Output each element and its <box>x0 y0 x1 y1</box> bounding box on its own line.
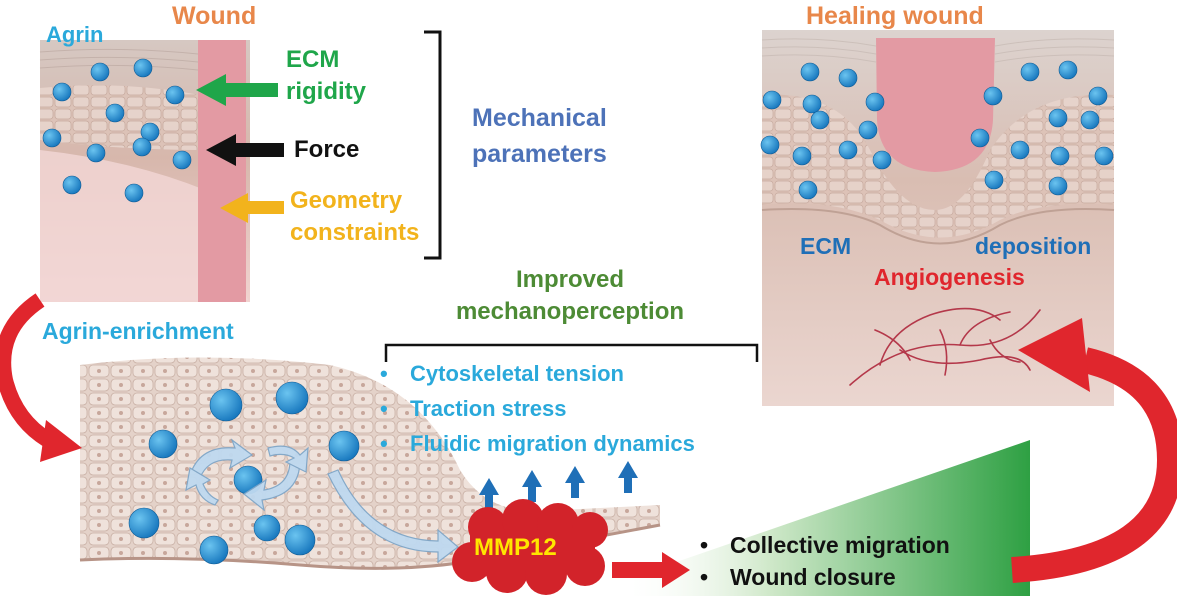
agrin-dot <box>275 381 309 415</box>
bullet-traction: Traction stress <box>380 391 695 426</box>
tissue-agrin-dots <box>128 381 360 565</box>
agrin-dot <box>86 143 106 163</box>
agrin-dot <box>1080 110 1100 130</box>
agrin-dot <box>62 175 82 195</box>
agrin-dot <box>810 110 830 130</box>
improved-mechanoperception-label: Improved mechanoperception <box>455 266 685 325</box>
agrin-dot <box>983 86 1003 106</box>
agrin-dot <box>1058 60 1078 80</box>
outcome-collective-migration: Collective migration <box>700 529 950 561</box>
agrin-dot <box>328 430 360 462</box>
agrin-dot <box>133 58 153 78</box>
agrin-dot <box>140 122 160 142</box>
mechanoperception-list: Cytoskeletal tension Traction stress Flu… <box>380 356 695 461</box>
agrin-dot <box>762 90 782 110</box>
agrin-dot <box>253 514 281 542</box>
flow-arrows <box>185 438 459 564</box>
agrin-dot <box>1094 146 1114 166</box>
upward-arrows <box>479 461 638 510</box>
geometry-constraints-label: Geometry constraints <box>290 187 420 246</box>
geometry-arrow <box>220 193 284 223</box>
bullet-cytoskeletal: Cytoskeletal tension <box>380 356 695 391</box>
agrin-dot <box>865 92 885 112</box>
agrin-dot <box>792 146 812 166</box>
mechanoperception-bracket <box>384 343 759 362</box>
agrin-dot <box>984 170 1004 190</box>
healing-basement <box>761 208 1115 245</box>
agrin-dot <box>148 429 178 459</box>
mechanical-parameters-label: Mechanical parameters <box>472 104 607 168</box>
wound-title: Wound <box>172 2 257 30</box>
agrin-enrichment-label: Agrin-enrichment <box>42 318 234 344</box>
force-arrow <box>206 134 284 166</box>
mmp-to-outcome-arrow <box>612 552 690 588</box>
ecm-rigidity-label: ECM rigidity <box>286 46 367 105</box>
agrin-dot <box>124 183 144 203</box>
deposition-label: deposition <box>975 233 1092 259</box>
agrin-dot <box>90 62 110 82</box>
outcome-wound-closure: Wound closure <box>700 561 950 593</box>
force-label: Force <box>294 136 360 163</box>
ecm-rigidity-arrow <box>196 74 278 106</box>
agrin-dot <box>1048 108 1068 128</box>
wound-dermis <box>40 150 248 302</box>
agrin-dot <box>284 524 316 556</box>
wound-stratum-lines <box>39 48 199 71</box>
agrin-dot <box>1020 62 1040 82</box>
healing-wound-title: Healing wound <box>806 2 984 30</box>
healing-epidermis <box>762 94 1114 238</box>
agrin-dot <box>858 120 878 140</box>
bullet-fluidic: Fluidic migration dynamics <box>380 426 695 461</box>
healing-agrin-dots <box>760 60 1114 200</box>
agrin-dot <box>872 150 892 170</box>
agrin-dot <box>209 388 243 422</box>
agrin-dot <box>838 68 858 88</box>
agrin-dot <box>760 135 780 155</box>
healing-gap <box>876 38 995 172</box>
ecm-label: ECM <box>800 233 852 259</box>
agrin-label: Agrin <box>46 22 104 47</box>
agrin-dot <box>800 62 820 82</box>
wound-agrin-dots <box>42 58 192 203</box>
agrin-dot <box>172 150 192 170</box>
agrin-dot <box>838 140 858 160</box>
agrin-dot <box>199 535 229 565</box>
angiogenesis-label: Angiogenesis <box>874 264 1025 290</box>
agrin-dot <box>1088 86 1108 106</box>
agrin-dot <box>1048 176 1068 196</box>
mmp12-label: MMP12 <box>474 534 557 561</box>
agrin-dot <box>798 180 818 200</box>
agrin-dot <box>42 128 62 148</box>
mmp12-cluster <box>452 499 608 595</box>
angiogenesis-vessels <box>849 307 1041 386</box>
healing-stratum-lines <box>761 38 1115 63</box>
agrin-dot <box>105 103 125 123</box>
healing-panel <box>761 30 1115 406</box>
agrin-dot <box>1010 140 1030 160</box>
agrin-dot <box>52 82 72 102</box>
agrin-dot <box>970 128 990 148</box>
agrin-dot <box>128 507 160 539</box>
left-curved-arrow <box>0 293 82 462</box>
mechanical-bracket <box>424 30 442 260</box>
agrin-dot <box>1050 146 1070 166</box>
agrin-dot <box>802 94 822 114</box>
agrin-dot <box>165 85 185 105</box>
outcomes-list: Collective migration Wound closure <box>700 529 950 593</box>
agrin-dot <box>132 137 152 157</box>
right-curved-arrow <box>1011 318 1177 583</box>
